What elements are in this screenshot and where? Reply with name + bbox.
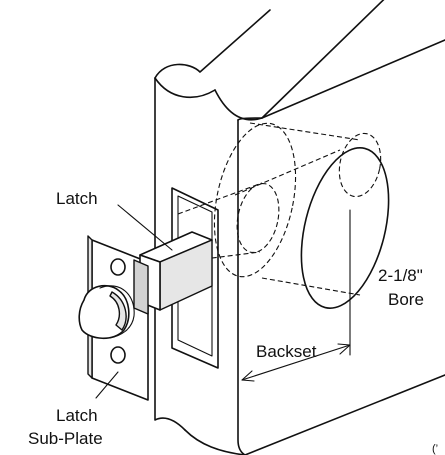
latch-bolt-ring — [99, 285, 135, 339]
latch-collar — [133, 259, 149, 315]
door-edge-left — [154, 77, 186, 431]
latch-channel-dashed — [236, 182, 280, 254]
bore-dashed-top — [249, 122, 361, 141]
latch-label: Latch — [56, 189, 98, 208]
door-bottom-edge — [184, 429, 246, 455]
door — [154, 0, 445, 455]
latch-leader-line — [117, 204, 173, 251]
bore-dash-connector — [234, 149, 341, 196]
latch-subplate-label-line2: Sub-Plate — [28, 429, 103, 448]
backset-arrow-line — [241, 344, 351, 381]
backset-label: Backset — [256, 342, 317, 361]
door-face-top-line — [261, 39, 445, 119]
bore-size-label: 2-1/8" — [378, 266, 423, 285]
screw-hole-bottom — [110, 346, 126, 364]
door-top-edge — [154, 9, 271, 79]
door-top-back-edge — [154, 77, 216, 98]
backset-arrowhead-right — [337, 343, 351, 355]
bore-opening — [300, 147, 390, 309]
latch-assembly — [78, 231, 213, 401]
bore-dashed-back — [213, 122, 297, 278]
bore-dashed-small — [338, 132, 382, 198]
door-corner-line — [237, 119, 246, 455]
latch-channel-dash-bottom — [179, 251, 261, 263]
subplate-leader-line — [95, 371, 119, 399]
door-face-top-curve — [214, 0, 385, 121]
bore-hole — [177, 122, 390, 309]
backset-dimension — [241, 209, 351, 382]
bore-label: Bore — [388, 290, 424, 309]
latch-subplate-label-line1: Latch — [56, 406, 98, 425]
door-face-top-curve-b — [237, 117, 263, 121]
backset-arrowhead-left — [241, 370, 255, 382]
latch-channel-dash-top — [177, 182, 263, 215]
door-face-bottom-line — [244, 374, 445, 455]
screw-hole-top — [110, 258, 126, 276]
latch-bolt-bevel — [109, 291, 127, 331]
corner-mark: (’ — [432, 443, 438, 455]
bore-dashed-bottom — [261, 277, 361, 296]
